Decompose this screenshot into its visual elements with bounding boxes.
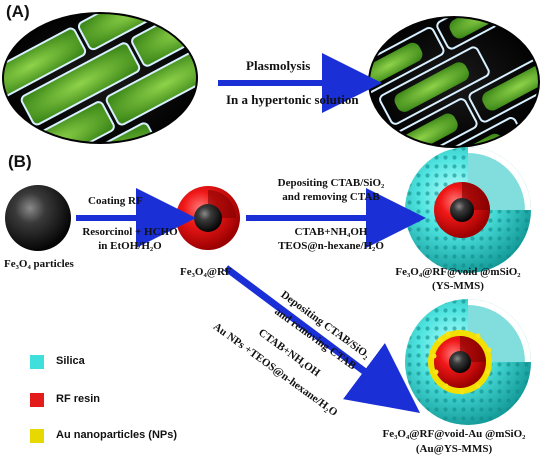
arrow-to-au-ys-mms: [223, 265, 421, 413]
legend-label-au: Au nanoparticles (NPs): [56, 429, 178, 441]
step1-reagents-2: in EtOH/H₂O: [98, 240, 162, 252]
legend-label-rf: RF resin: [56, 393, 101, 405]
arrow-label-plasmolysis: Plasmolysis: [246, 58, 311, 73]
micrograph-before: [2, 12, 198, 144]
legend-swatch-au: [30, 429, 44, 443]
step2-reagents-2: TEOS@n-hexane/H₂O: [278, 240, 384, 252]
arrow-label-hypertonic: In a hypertonic solution: [226, 92, 359, 107]
particle-label-au-ys-mms-1: Fe₃O₄@RF@void-Au @mSiO₂: [382, 428, 526, 440]
step1-reagents-1: Resorcinol + HCHO: [82, 226, 178, 238]
legend-swatch-rf: [30, 393, 44, 407]
ys-mms-particle: [405, 147, 531, 273]
particle-label-fe3o4: Fe₃O₄ particles: [4, 258, 74, 270]
particle-label-fe3o4-rf: Fe₃O₄@RF: [180, 266, 232, 278]
particle-label-au-ys-mms-2: (Au@YS-MMS): [415, 443, 493, 455]
panel-b-tag: (B): [8, 152, 32, 171]
panel-a-tag: (A): [6, 2, 30, 21]
step2-label-2: and removing CTAB: [282, 191, 380, 203]
particle-label-ys-mms-2: (YS-MMS): [432, 280, 484, 292]
au-ys-mms-particle: [405, 299, 531, 425]
step1-label: Coating RF: [88, 195, 143, 207]
step2-label-1: Depositing CTAB/SiO₂: [277, 177, 385, 189]
legend-label-silica: Silica: [56, 355, 85, 367]
fe3o4-particle: [5, 185, 71, 251]
particle-label-ys-mms-1: Fe₃O₄@RF@void @mSiO₂: [395, 266, 521, 278]
step2-reagents-1: CTAB+NH₄OH: [294, 226, 368, 238]
legend-swatch-silica: [30, 355, 44, 369]
micrograph-after: [368, 16, 540, 148]
